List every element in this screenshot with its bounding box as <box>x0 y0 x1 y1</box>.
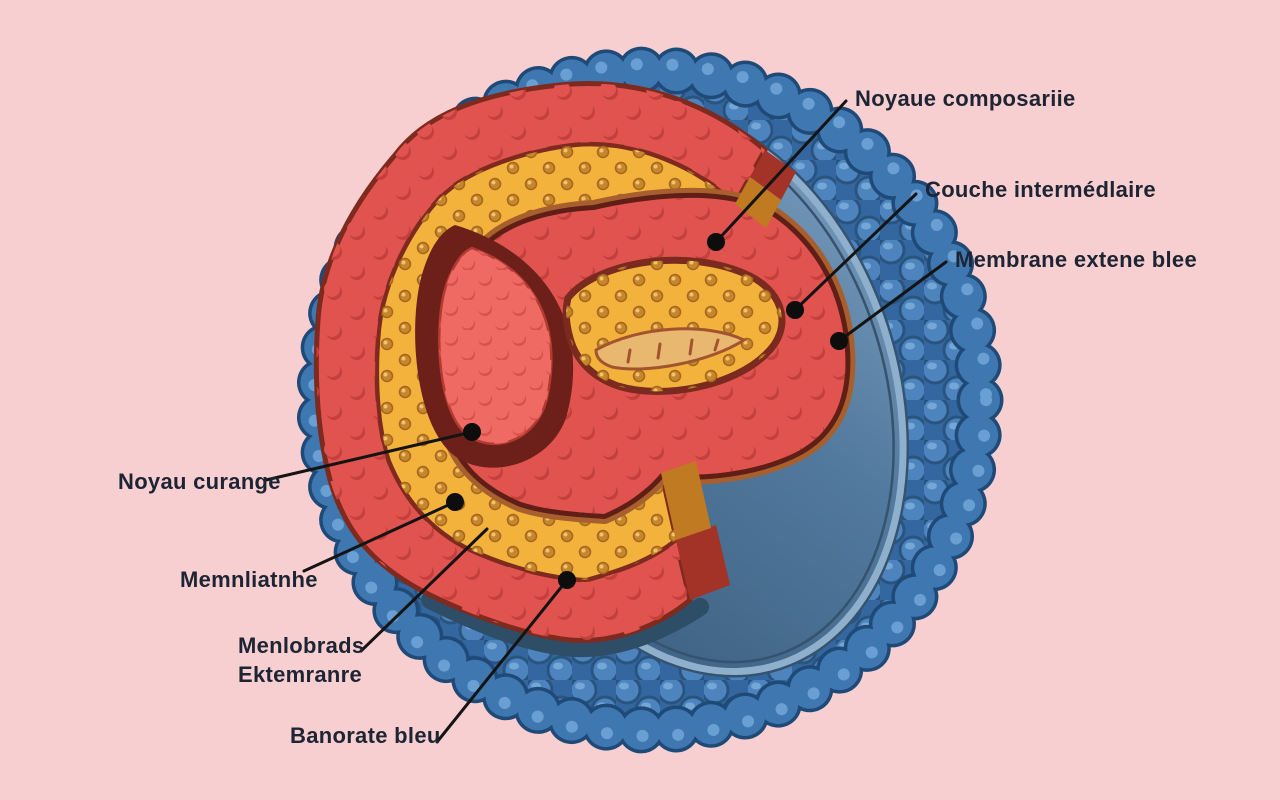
inner-yellow-crescent <box>566 260 782 391</box>
leader-line-membrane-extene-blee <box>837 260 948 343</box>
label-banorate-bleu: Banorate bleu <box>290 723 441 748</box>
label-membrane-extene-blee: Membrane extene blee <box>955 247 1197 272</box>
leader-line-noyau-curange <box>264 430 474 482</box>
leader-line-banorate-bleu <box>435 578 569 744</box>
label-memnliatnhe: Memnliatnhe <box>180 567 318 592</box>
anchor-dot-noyau-curange <box>463 423 481 441</box>
anchor-dot-couche-intermedlaire <box>786 301 804 319</box>
leader-line-noyaue-composariie <box>714 99 848 244</box>
crescent-striations <box>626 338 720 364</box>
crescent-lens-detail <box>594 327 748 371</box>
leader-line-couche-intermedlaire <box>793 192 918 312</box>
anchor-dot-banorate-bleu <box>558 571 576 589</box>
anchor-dot-noyaue-composariie <box>707 233 725 251</box>
leader-line-memnliatnhe <box>302 500 457 573</box>
callout-lines <box>264 99 948 744</box>
label-noyau-curange: Noyau curange <box>118 469 281 494</box>
core-red-mass <box>437 246 553 446</box>
band-shadow <box>421 591 709 658</box>
label-noyaue-composariie: Noyaue composariie <box>855 86 1076 111</box>
band-cut-end-top <box>735 150 796 228</box>
callout-dots <box>446 233 848 589</box>
band-cut-end-bottom <box>661 461 730 600</box>
label-menlobrads-ektemranre: Menlobrads Ektemranre <box>238 631 364 689</box>
label-menlobrads-line1: Menlobrads <box>238 633 365 658</box>
label-menlobrads-line2: Ektemranre <box>238 662 363 687</box>
membrane-bump-highlights <box>308 58 992 742</box>
anchor-dot-membrane-extene-blee <box>830 332 848 350</box>
label-couche-intermedlaire: Couche intermédlaire <box>925 177 1156 202</box>
anchor-dot-memnliatnhe <box>446 493 464 511</box>
leader-line-menlobrads <box>359 527 489 653</box>
